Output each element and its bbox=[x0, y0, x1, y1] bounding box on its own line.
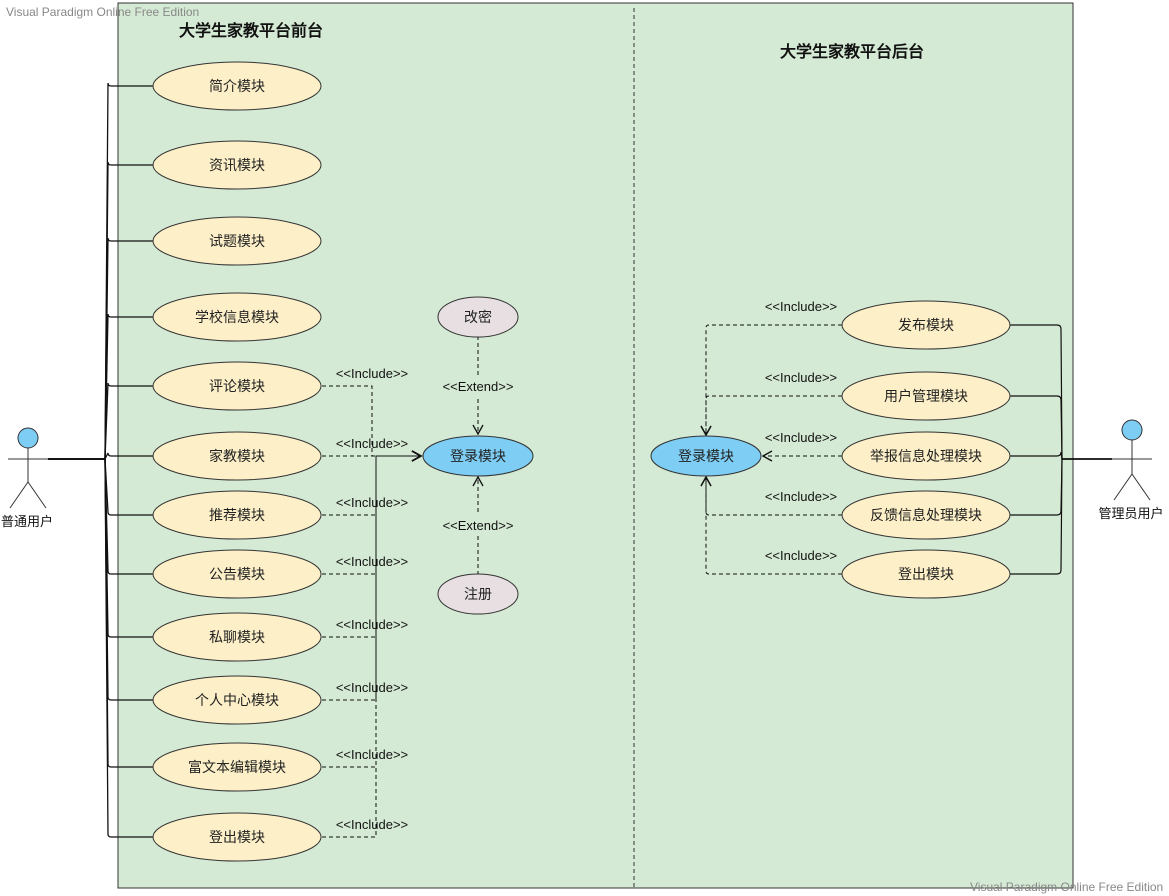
association-line bbox=[48, 458, 153, 516]
actor-head bbox=[17, 427, 39, 449]
use-case-label: 简介模块 bbox=[209, 78, 265, 94]
use-case-label: 登出模块 bbox=[898, 566, 954, 582]
watermark-bottom: Visual Paradigm Online Free Edition bbox=[970, 880, 1163, 894]
association-line bbox=[48, 161, 153, 460]
include-line bbox=[322, 385, 423, 462]
extend-label-bottom: <<Extend>> bbox=[443, 518, 514, 533]
include-label: <<Include>> bbox=[336, 366, 408, 381]
include-label: <<Include>> bbox=[765, 548, 837, 563]
use-case-label: 私聊模块 bbox=[209, 629, 265, 645]
use-case-front-6[interactable]: 家教模块 bbox=[152, 431, 322, 481]
association-line bbox=[48, 382, 153, 460]
use-case-back-1[interactable]: 发布模块 bbox=[841, 300, 1011, 350]
use-case-label: 反馈信息处理模块 bbox=[870, 507, 982, 523]
association-line bbox=[1010, 324, 1112, 460]
actor-admin-user[interactable]: 管理员用户 bbox=[1098, 419, 1164, 521]
use-case-label: 学校信息模块 bbox=[195, 309, 279, 325]
include-label: <<Include>> bbox=[336, 436, 408, 451]
include-line bbox=[700, 475, 842, 516]
extend-dependencies: <<Extend>> <<Extend>> bbox=[438, 336, 518, 575]
watermark-top: Visual Paradigm Online Free Edition bbox=[6, 5, 199, 19]
use-case-label: 资讯模块 bbox=[209, 157, 265, 173]
use-case-front-3[interactable]: 试题模块 bbox=[152, 216, 322, 266]
include-label: <<Include>> bbox=[336, 747, 408, 762]
include-label: <<Include>> bbox=[765, 430, 837, 445]
use-case-register[interactable]: 注册 bbox=[437, 573, 519, 615]
include-label: <<Include>> bbox=[336, 554, 408, 569]
use-case-label: 家教模块 bbox=[209, 448, 265, 464]
include-line bbox=[700, 324, 842, 437]
use-case-front-4[interactable]: 学校信息模块 bbox=[152, 292, 322, 342]
actor-head bbox=[1121, 419, 1143, 441]
use-case-label: 富文本编辑模块 bbox=[188, 759, 286, 775]
svg-text:注册: 注册 bbox=[464, 586, 492, 602]
association-line bbox=[1010, 395, 1112, 460]
include-line bbox=[700, 395, 842, 437]
association-line bbox=[48, 458, 153, 701]
use-case-back-2[interactable]: 用户管理模块 bbox=[841, 371, 1011, 421]
include-label: <<Include>> bbox=[336, 817, 408, 832]
association-line bbox=[1010, 458, 1112, 575]
association-line bbox=[48, 82, 153, 460]
svg-text:登录模块: 登录模块 bbox=[450, 448, 506, 464]
use-case-label: 发布模块 bbox=[898, 317, 954, 333]
use-case-front-11[interactable]: 富文本编辑模块 bbox=[152, 742, 322, 792]
svg-text:登录模块: 登录模块 bbox=[678, 448, 734, 464]
association-line bbox=[48, 458, 153, 575]
include-label: <<Include>> bbox=[336, 617, 408, 632]
include-dependencies bbox=[322, 324, 842, 838]
actor-label-normal-user: 普通用户 bbox=[1, 514, 53, 529]
use-case-front-9[interactable]: 私聊模块 bbox=[152, 612, 322, 662]
back-actor-associations bbox=[1010, 324, 1112, 575]
include-label: <<Include>> bbox=[765, 299, 837, 314]
front-title: 大学生家教平台前台 bbox=[179, 21, 323, 40]
use-case-front-5[interactable]: 评论模块 bbox=[152, 361, 322, 411]
svg-text:改密: 改密 bbox=[464, 309, 492, 325]
include-line bbox=[700, 475, 842, 575]
include-line bbox=[322, 450, 423, 838]
back-title: 大学生家教平台后台 bbox=[780, 42, 924, 61]
association-line bbox=[48, 458, 153, 638]
use-case-label: 用户管理模块 bbox=[884, 388, 968, 404]
use-case-label: 登出模块 bbox=[209, 829, 265, 845]
use-case-back-3[interactable]: 举报信息处理模块 bbox=[841, 431, 1011, 481]
extend-label-top: <<Extend>> bbox=[443, 379, 514, 394]
actor-normal-user[interactable]: 普通用户 bbox=[1, 427, 53, 529]
include-label: <<Include>> bbox=[765, 489, 837, 504]
use-case-front-2[interactable]: 资讯模块 bbox=[152, 140, 322, 190]
use-case-label: 举报信息处理模块 bbox=[870, 448, 982, 464]
association-line bbox=[48, 237, 153, 460]
use-case-label: 公告模块 bbox=[209, 566, 265, 582]
use-case-login-front[interactable]: 登录模块 bbox=[422, 435, 534, 477]
include-label: <<Include>> bbox=[336, 680, 408, 695]
use-case-label: 个人中心模块 bbox=[195, 692, 279, 708]
front-actor-associations bbox=[48, 82, 153, 838]
use-case-back-5[interactable]: 登出模块 bbox=[841, 549, 1011, 599]
use-case-label: 推荐模块 bbox=[209, 507, 265, 523]
use-case-front-7[interactable]: 推荐模块 bbox=[152, 490, 322, 540]
include-line bbox=[322, 450, 423, 701]
use-case-front-12[interactable]: 登出模块 bbox=[152, 812, 322, 862]
actor-label-admin-user: 管理员用户 bbox=[1098, 506, 1163, 521]
front-use-cases: 简介模块资讯模块试题模块学校信息模块评论模块家教模块推荐模块公告模块私聊模块个人… bbox=[152, 61, 322, 862]
use-case-label: 评论模块 bbox=[209, 378, 265, 394]
include-labels: <<Include>> <<Include>> <<Include>> <<Inclu… bbox=[336, 299, 837, 832]
use-case-change-password[interactable]: 改密 bbox=[437, 296, 519, 338]
use-case-login-back[interactable]: 登录模块 bbox=[650, 435, 762, 477]
use-case-back-4[interactable]: 反馈信息处理模块 bbox=[841, 490, 1011, 540]
association-line bbox=[48, 313, 153, 460]
use-case-front-8[interactable]: 公告模块 bbox=[152, 549, 322, 599]
use-case-label: 试题模块 bbox=[209, 233, 265, 249]
association-line bbox=[48, 452, 153, 460]
association-line bbox=[48, 458, 153, 838]
use-case-front-1[interactable]: 简介模块 bbox=[152, 61, 322, 111]
association-line bbox=[1010, 451, 1112, 460]
include-label: <<Include>> bbox=[765, 370, 837, 385]
include-label: <<Include>> bbox=[336, 495, 408, 510]
use-case-front-10[interactable]: 个人中心模块 bbox=[152, 675, 322, 725]
